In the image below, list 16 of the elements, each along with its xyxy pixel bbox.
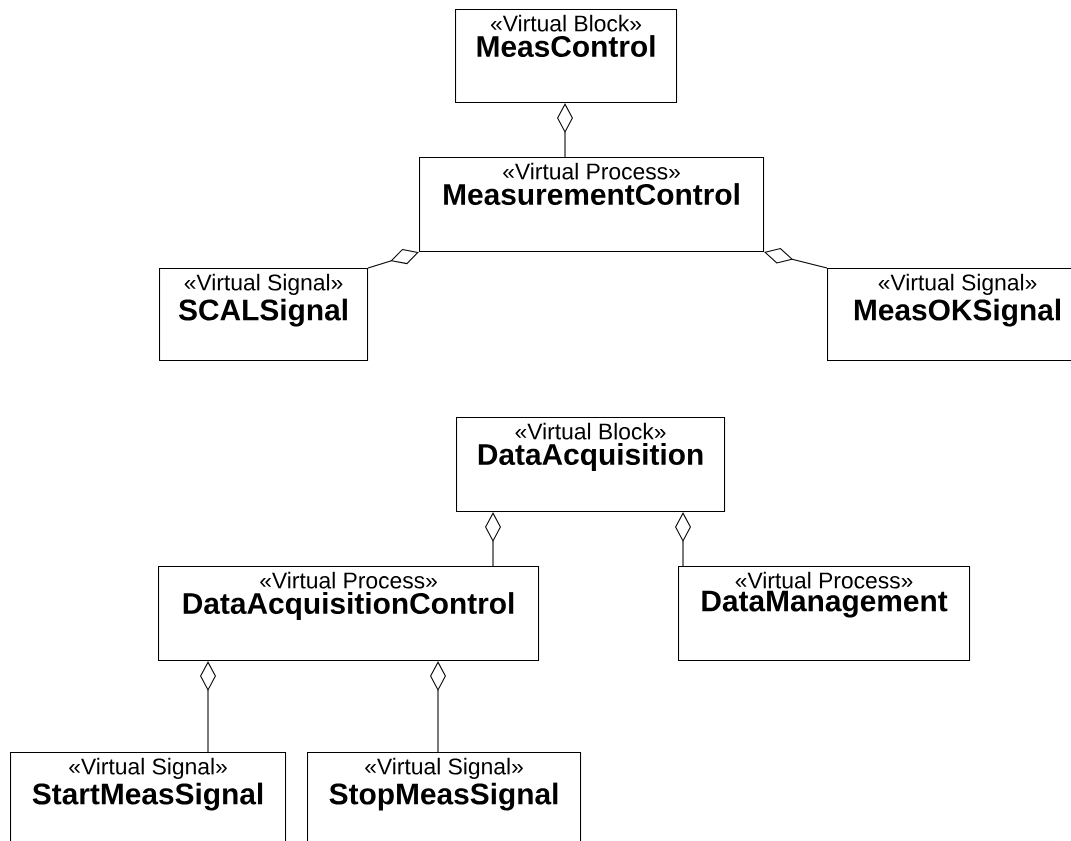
aggregation-connector <box>430 661 446 753</box>
block-box: «Virtual Process» DataAcquisitionControl <box>158 566 540 662</box>
aggregation-connector <box>675 512 691 567</box>
aggregation-connector <box>200 661 216 753</box>
block-box: «Virtual Signal» StartMeasSignal <box>10 752 287 841</box>
aggregation-connector <box>764 248 828 269</box>
block-box: «Virtual Block» MeasControl <box>455 9 678 104</box>
block-box: «Virtual Block» DataAcquisition <box>456 417 726 513</box>
block-box: «Virtual Signal» StopMeasSignal <box>307 752 582 841</box>
block-box: «Virtual Process» MeasurementControl <box>419 157 765 253</box>
block-box: «Virtual Process» DataManagement <box>678 566 971 662</box>
aggregation-connector <box>485 512 501 567</box>
block-box: «Virtual Signal» MeasOKSignal <box>827 268 1071 362</box>
aggregation-connector <box>557 103 573 158</box>
aggregation-connector <box>367 248 419 269</box>
block-box: «Virtual Signal» SCALSignal <box>159 268 369 362</box>
